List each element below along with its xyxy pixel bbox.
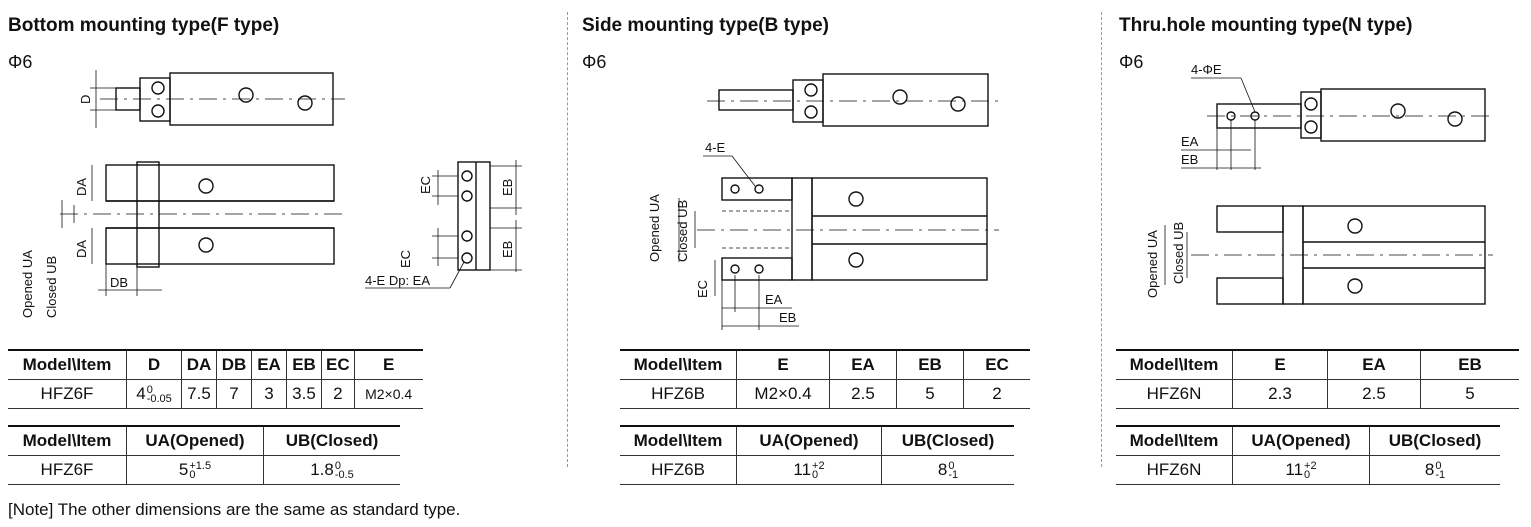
f-t1-h1: D bbox=[126, 349, 182, 380]
n-t2-model: HFZ6N bbox=[1116, 455, 1233, 485]
f-label-db: DB bbox=[110, 275, 128, 290]
b-t1-h4: EC bbox=[963, 349, 1030, 380]
f-t1-h0: Model\Item bbox=[8, 349, 127, 380]
n-t2-h2: UB(Closed) bbox=[1369, 425, 1500, 456]
b-label-ec: EC bbox=[695, 280, 710, 298]
f-table-2: Model\Item UA(Opened) UB(Closed) HFZ6F 5… bbox=[8, 425, 400, 485]
f-label-ec-bot: EC bbox=[398, 250, 413, 268]
b-type-drawing: 4-E Opened UA Closed UB EC EA EB bbox=[647, 73, 999, 330]
b-t2-model: HFZ6B bbox=[620, 455, 737, 485]
b-t1-model: HFZ6B bbox=[620, 379, 737, 409]
n-t1-model: HFZ6N bbox=[1116, 379, 1233, 409]
n-t2-h1: UA(Opened) bbox=[1232, 425, 1370, 456]
f-t2-h2: UB(Closed) bbox=[263, 425, 400, 456]
phi-label-n: Φ6 bbox=[1119, 52, 1144, 72]
phi-label-b: Φ6 bbox=[582, 52, 607, 72]
f-t1-model: HFZ6F bbox=[8, 379, 127, 409]
f-label-ec-top: EC bbox=[418, 176, 433, 194]
n-t1-h2: EA bbox=[1327, 349, 1421, 380]
b-label-ua: Opened UA bbox=[647, 194, 662, 262]
f-t1-e: M2×0.4 bbox=[353, 379, 423, 409]
f-t2-h0: Model\Item bbox=[8, 425, 127, 456]
f-t2-model: HFZ6F bbox=[8, 455, 127, 485]
f-t1-eb: 3.5 bbox=[286, 379, 322, 409]
f-label-ua: Opened UA bbox=[20, 250, 35, 318]
n-label-eb: EB bbox=[1181, 152, 1198, 167]
b-label-ea: EA bbox=[765, 292, 783, 307]
f-t1-h3: DB bbox=[216, 349, 252, 380]
b-t1-ea: 2.5 bbox=[829, 379, 897, 409]
n-t1-h3: EB bbox=[1420, 349, 1519, 380]
n-t1-h1: E bbox=[1232, 349, 1328, 380]
n-t2-h0: Model\Item bbox=[1116, 425, 1233, 456]
b-label-ub: Closed UB bbox=[675, 200, 690, 262]
b-label-eb: EB bbox=[779, 310, 796, 325]
phi-label-f: Φ6 bbox=[8, 52, 33, 72]
n-label-ub: Closed UB bbox=[1171, 222, 1186, 284]
f-t1-h4: EA bbox=[251, 349, 287, 380]
n-table-2: Model\Item UA(Opened) UB(Closed) HFZ6N 1… bbox=[1116, 425, 1500, 485]
footnote: [Note] The other dimensions are the same… bbox=[8, 500, 461, 519]
f-label-d: D bbox=[78, 95, 93, 104]
f-label-da-bot: DA bbox=[74, 240, 89, 258]
b-t1-ec: 2 bbox=[963, 379, 1030, 409]
panel-title-b: Side mounting type(B type) bbox=[582, 15, 829, 36]
n-label-e: 4-ΦE bbox=[1191, 62, 1222, 77]
b-t2-h1: UA(Opened) bbox=[736, 425, 882, 456]
f-label-da-top: DA bbox=[74, 178, 89, 196]
f-t1-h6: EC bbox=[321, 349, 355, 380]
panel-separator-2 bbox=[1101, 12, 1102, 467]
panel-title-f: Bottom mounting type(F type) bbox=[8, 15, 280, 36]
n-table-1: Model\Item E EA EB HFZ6N 2.3 2.5 5 bbox=[1116, 349, 1519, 409]
f-t1-ec: 2 bbox=[321, 379, 355, 409]
f-t2-h1: UA(Opened) bbox=[126, 425, 264, 456]
b-t1-h2: EA bbox=[829, 349, 897, 380]
b-t1-e: M2×0.4 bbox=[736, 379, 830, 409]
b-table-2: Model\Item UA(Opened) UB(Closed) HFZ6B 1… bbox=[620, 425, 1014, 485]
b-t1-eb: 5 bbox=[896, 379, 964, 409]
f-t1-ea: 3 bbox=[251, 379, 287, 409]
b-t2-h0: Model\Item bbox=[620, 425, 737, 456]
b-t2-h2: UB(Closed) bbox=[881, 425, 1014, 456]
b-label-e: 4-E bbox=[705, 140, 726, 155]
b-t1-h0: Model\Item bbox=[620, 349, 737, 380]
n-label-ua: Opened UA bbox=[1145, 230, 1160, 298]
panel-title-n: Thru.hole mounting type(N type) bbox=[1119, 15, 1413, 36]
n-type-drawing: 4-ΦE EA EB Opened UA Closed UB bbox=[1145, 62, 1493, 305]
f-t1-h2: DA bbox=[181, 349, 217, 380]
f-label-note: 4-E Dp: EA bbox=[365, 273, 430, 288]
f-t1-da: 7.5 bbox=[181, 379, 217, 409]
n-t1-h0: Model\Item bbox=[1116, 349, 1233, 380]
f-t1-h5: EB bbox=[286, 349, 322, 380]
n-t1-e: 2.3 bbox=[1232, 379, 1328, 409]
panel-separator-1 bbox=[567, 12, 568, 467]
n-t1-ea: 2.5 bbox=[1327, 379, 1421, 409]
n-label-ea: EA bbox=[1181, 134, 1199, 149]
f-label-ub: Closed UB bbox=[44, 256, 59, 318]
n-t1-eb: 5 bbox=[1420, 379, 1519, 409]
b-table-1: Model\Item E EA EB EC HFZ6B M2×0.4 2.5 5… bbox=[620, 349, 1030, 409]
f-type-drawing: D DA DA Opened UA Closed UB DB EC EC EB … bbox=[20, 70, 522, 318]
f-label-eb-bot: EB bbox=[500, 241, 515, 258]
f-t1-h7: E bbox=[353, 349, 423, 380]
f-t1-db: 7 bbox=[216, 379, 252, 409]
b-t1-h3: EB bbox=[896, 349, 964, 380]
f-label-eb-top: EB bbox=[500, 179, 515, 196]
b-t1-h1: E bbox=[736, 349, 830, 380]
